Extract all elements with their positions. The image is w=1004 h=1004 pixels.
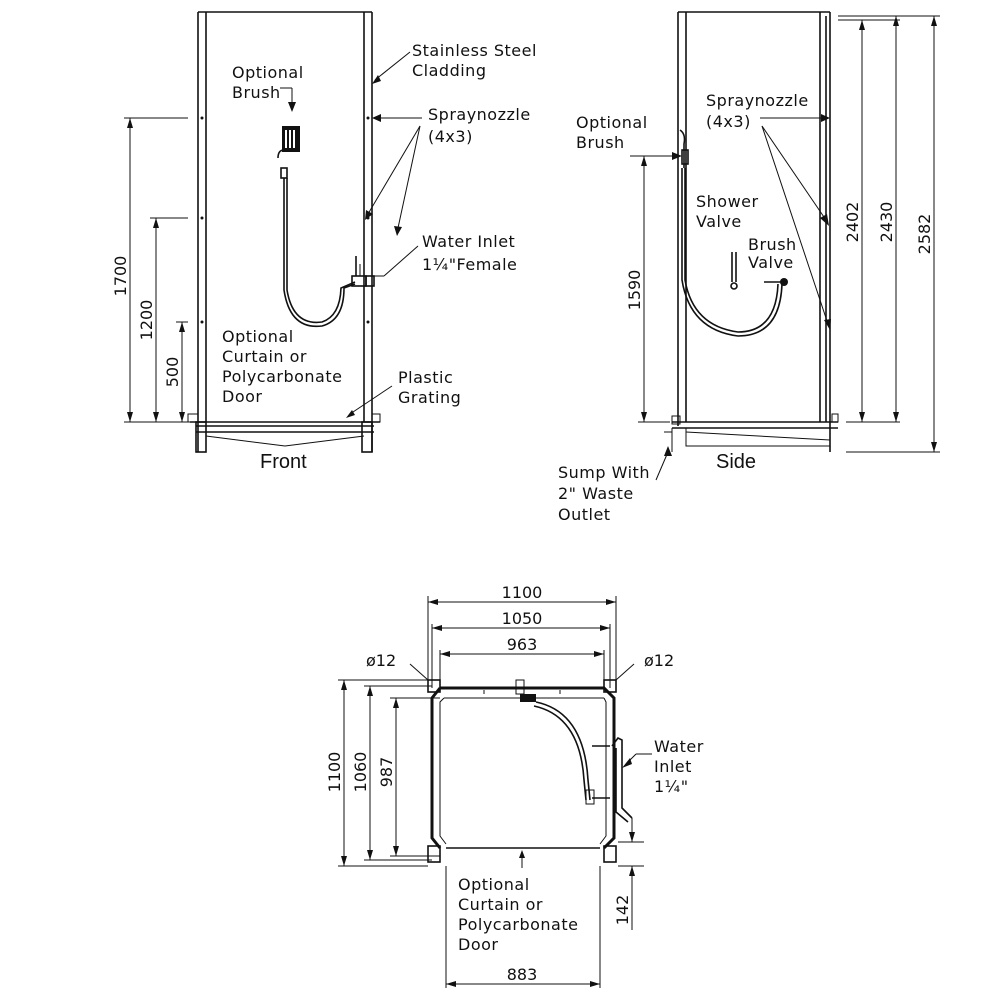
- side-dim-2402: 2402: [843, 202, 862, 243]
- side-sump-label-2: 2" Waste: [558, 484, 634, 503]
- plan-curtain-label-1: Optional: [458, 875, 530, 894]
- front-brush-label-2: Brush: [232, 83, 281, 102]
- plan-dim-width-963: 963: [507, 635, 538, 654]
- side-sump-label-1: Sump With: [558, 463, 650, 482]
- plan-dim-height-1100: 1100: [325, 752, 344, 793]
- side-brush-valve-label-2: Valve: [748, 253, 794, 272]
- front-curtain-label-1: Optional: [222, 327, 294, 346]
- side-dim-1590: 1590: [625, 270, 644, 311]
- side-valve-label-2: Valve: [696, 212, 742, 231]
- front-dim-1200: 1200: [137, 300, 156, 341]
- side-spraynozzle-label-2: (4x3): [706, 112, 751, 131]
- front-grating-label-1: Plastic: [398, 368, 453, 387]
- front-grating-label-2: Grating: [398, 388, 461, 407]
- front-curtain-label-4: Door: [222, 387, 262, 406]
- side-brush-valve-label-1: Brush: [748, 235, 797, 254]
- plan-inlet-label-3: 1¼": [654, 777, 689, 796]
- front-brush-label-1: Optional: [232, 63, 304, 82]
- plan-inlet-label-2: Inlet: [654, 757, 692, 776]
- front-spraynozzle-label-2: (4x3): [428, 127, 473, 146]
- front-cladding-label-2: Cladding: [412, 61, 486, 80]
- plan-dim-height-1060: 1060: [351, 752, 370, 793]
- plan-curtain-label-2: Curtain or: [458, 895, 543, 914]
- side-brush-label-2: Brush: [576, 133, 625, 152]
- plan-dim-phi-left: ø12: [366, 651, 396, 670]
- plan-view: [338, 596, 652, 988]
- plan-curtain-label-4: Door: [458, 935, 498, 954]
- plan-dim-width-883: 883: [507, 965, 538, 984]
- side-spraynozzle-label-1: Spraynozzle: [706, 91, 809, 110]
- side-sump-label-3: Outlet: [558, 505, 611, 524]
- front-curtain-label-3: Polycarbonate: [222, 367, 342, 386]
- front-dim-1700: 1700: [111, 256, 130, 297]
- plan-dim-height-987: 987: [377, 757, 396, 788]
- plan-dim-142: 142: [613, 895, 632, 926]
- plan-inlet-label-1: Water: [654, 737, 704, 756]
- front-cladding-label-1: Stainless Steel: [412, 41, 537, 60]
- plan-curtain-label-3: Polycarbonate: [458, 915, 578, 934]
- plan-dim-phi-right: ø12: [644, 651, 674, 670]
- front-curtain-label-2: Curtain or: [222, 347, 307, 366]
- front-view: [124, 11, 422, 453]
- side-view: [630, 11, 940, 481]
- side-view-label: Side: [716, 451, 756, 473]
- brush-icon: [277, 126, 356, 328]
- plan-dim-width-1050: 1050: [502, 609, 543, 628]
- side-brush-label-1: Optional: [576, 113, 648, 132]
- side-dim-2582: 2582: [915, 214, 934, 255]
- front-spraynozzle-label-1: Spraynozzle: [428, 105, 531, 124]
- front-inlet-label-1: Water Inlet: [422, 232, 515, 251]
- side-valve-label-1: Shower: [696, 192, 759, 211]
- plan-dim-width-1100: 1100: [502, 583, 543, 602]
- front-dim-500: 500: [163, 357, 182, 388]
- front-inlet-label-2: 1¼"Female: [422, 255, 517, 274]
- side-dim-2430: 2430: [877, 202, 896, 243]
- front-view-label: Front: [260, 451, 307, 473]
- shower-valve-icon: [730, 252, 738, 290]
